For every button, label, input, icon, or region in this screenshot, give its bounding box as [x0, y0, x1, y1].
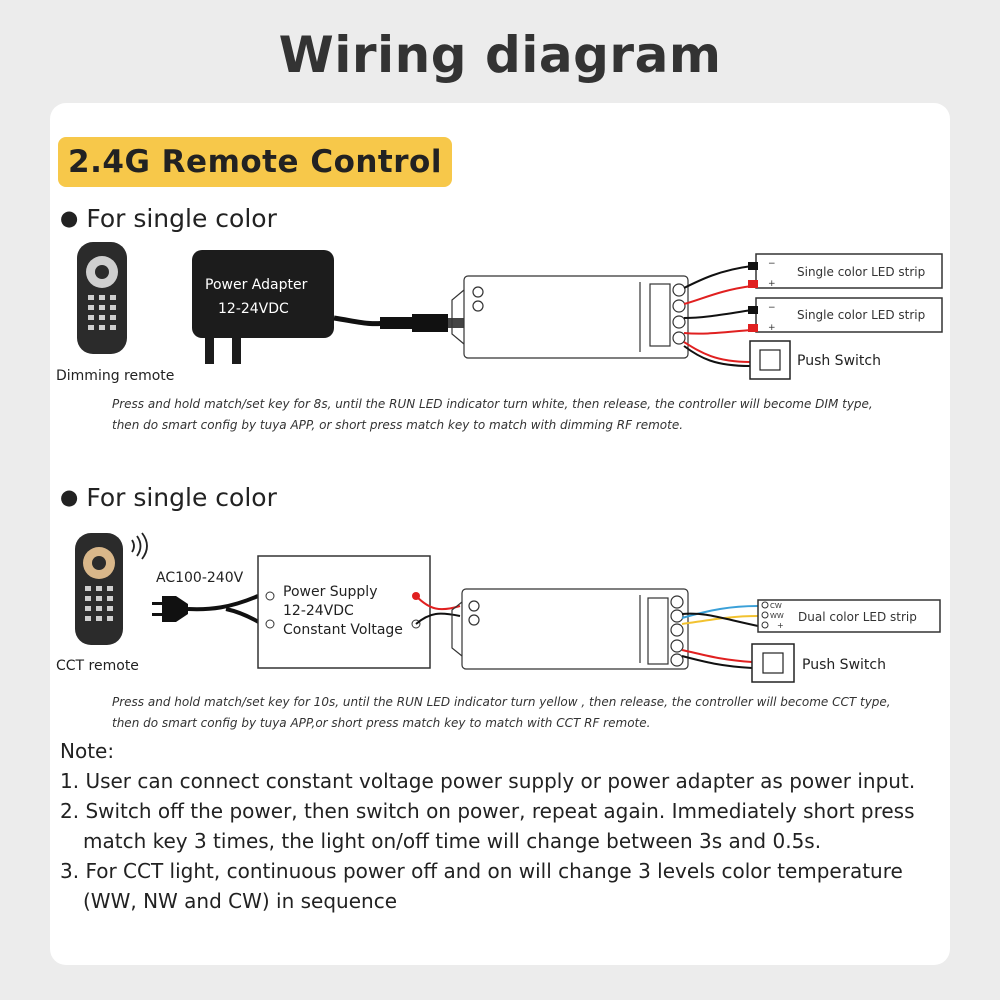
section1-heading: ● For single color: [60, 204, 277, 233]
section2-heading: ● For single color: [60, 483, 277, 512]
led-strip-2: −+: [748, 297, 943, 333]
adapter-label-line1: Power Adapter: [205, 277, 308, 293]
dimming-remote-caption: Dimming remote: [56, 368, 174, 384]
psu-label-line1: Power Supply: [283, 584, 378, 600]
push-switch-1: [749, 340, 791, 380]
led-strip-1-label: Single color LED strip: [797, 265, 925, 279]
section1-instructions-line1: Press and hold match/set key for 8s, unt…: [112, 397, 873, 411]
section2-instructions: Press and hold match/set key for 10s, un…: [112, 692, 891, 734]
dual-color-led-strip-label: Dual color LED strip: [798, 610, 917, 624]
push-switch-1-label: Push Switch: [797, 353, 881, 369]
cct-remote: [75, 532, 148, 645]
note-item-3: 3. For CCT light, continuous power off a…: [60, 859, 903, 883]
led-strip-1: −+: [748, 253, 943, 289]
section1-heading-text: For single color: [86, 204, 277, 233]
svg-text:+: +: [777, 621, 784, 630]
bullet-icon: ●: [60, 206, 79, 230]
controller-2: [451, 588, 689, 670]
led-strip-2-label: Single color LED strip: [797, 308, 925, 322]
note-item-2-cont: match key 3 times, the light on/off time…: [83, 829, 822, 853]
note-item-1: 1. User can connect constant voltage pow…: [60, 769, 916, 793]
strip-pin-cw: CW: [770, 602, 782, 610]
strip-pin-ww: WW: [770, 612, 784, 620]
ac-plug: [152, 594, 264, 626]
cct-remote-caption: CCT remote: [56, 658, 139, 674]
section2-heading-text: For single color: [86, 483, 277, 512]
notes-heading: Note:: [60, 739, 115, 763]
dimming-remote: [77, 242, 127, 354]
svg-text:−: −: [768, 303, 776, 313]
bullet-icon: ●: [60, 485, 79, 509]
svg-text:+: +: [768, 279, 776, 289]
push-switch-2-label: Push Switch: [802, 657, 886, 673]
note-item-3-cont: (WW, NW and CW) in sequence: [83, 889, 398, 913]
ac-voltage-label: AC100-240V: [156, 570, 244, 586]
adapter-label-line2: 12-24VDC: [218, 301, 289, 317]
power-supply: [257, 555, 431, 669]
section2-instructions-line2: then do smart config by tuya APP,or shor…: [112, 716, 651, 730]
dual-color-led-strip: +: [757, 599, 941, 633]
power-adapter: [192, 250, 464, 364]
section2-instructions-line1: Press and hold match/set key for 10s, un…: [112, 695, 891, 709]
svg-text:+: +: [768, 323, 776, 333]
wireless-signal-icon: [131, 532, 148, 560]
page-title: Wiring diagram: [278, 26, 722, 84]
controller-1: [451, 275, 689, 359]
section1-instructions-line2: then do smart config by tuya APP, or sho…: [112, 418, 684, 432]
section1-instructions: Press and hold match/set key for 8s, unt…: [112, 394, 873, 436]
psu-label-line3: Constant Voltage: [283, 622, 403, 638]
psu-label-line2: 12-24VDC: [283, 603, 354, 619]
svg-text:−: −: [768, 259, 776, 269]
content-card: [50, 103, 950, 965]
notes-block: Note: 1. User can connect constant volta…: [60, 736, 940, 916]
note-item-2: 2. Switch off the power, then switch on …: [60, 799, 915, 823]
section-badge: 2.4G Remote Control: [58, 137, 452, 187]
push-switch-2: [751, 643, 795, 683]
